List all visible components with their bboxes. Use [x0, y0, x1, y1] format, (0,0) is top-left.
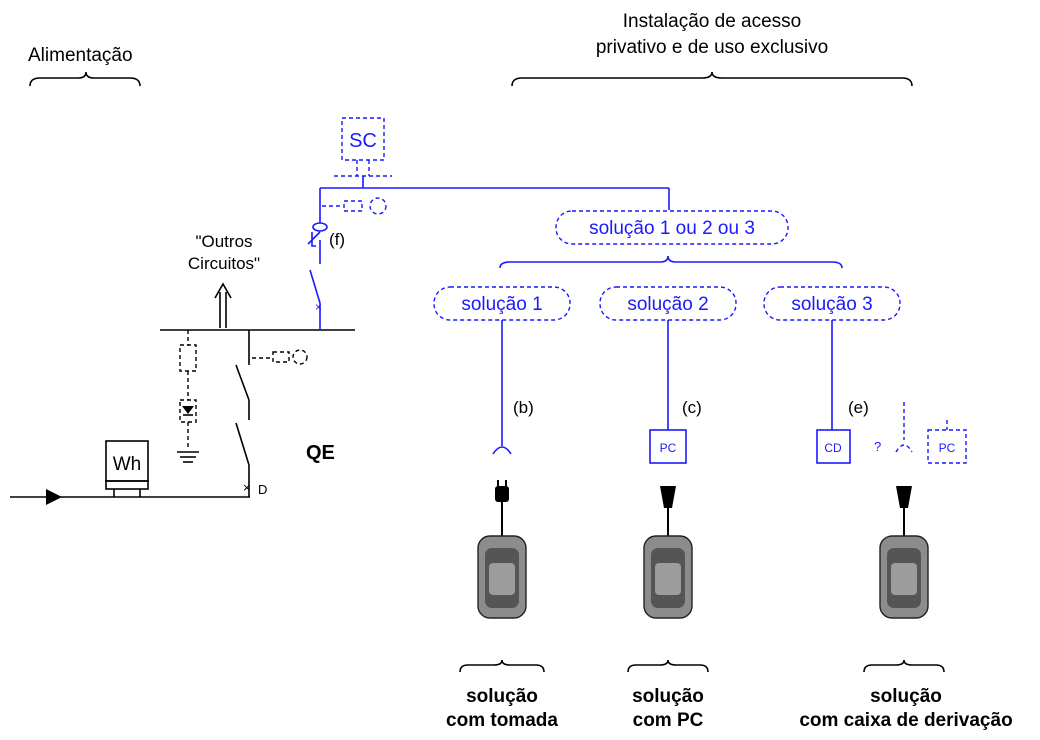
label-e: (e): [848, 398, 869, 417]
label-f: (f): [329, 230, 345, 249]
sc-label: SC: [349, 130, 377, 152]
meter-base: [105, 480, 149, 490]
main-switch-blade: [235, 422, 250, 466]
question-mark: ?: [874, 439, 881, 454]
pc-connector-icon: [660, 486, 676, 508]
pc-box: [649, 429, 687, 464]
label-c: (c): [682, 398, 702, 417]
solucao-2-label: solução 2: [627, 294, 708, 315]
socket-icon: [492, 446, 512, 455]
instalacao-label-line1: Instalação de acesso: [623, 11, 802, 32]
optional-socket-icon: [895, 444, 913, 453]
circuit-breaker-blade: [309, 269, 321, 304]
outros-circuitos-line2: Circuitos": [188, 254, 260, 273]
solucoes-brace: [499, 255, 843, 269]
switch-d-label: D: [258, 482, 267, 497]
cd-label: CD: [824, 441, 842, 455]
caption-pc-line1: solução: [632, 686, 704, 707]
alimentacao-label: Alimentação: [28, 45, 133, 66]
cd-connector-icon: [896, 486, 912, 508]
instalacao-label-line2: privativo e de uso exclusivo: [596, 37, 828, 58]
outros-circuitos-line1: "Outros: [195, 232, 252, 251]
solucao-123-label: solução 1 ou 2 ou 3: [589, 218, 755, 239]
brace-caixa: [863, 659, 945, 673]
solucao-3-label: solução 3: [791, 294, 872, 315]
optional-pc-label: PC: [939, 441, 956, 455]
car-caixa-derivacao: [879, 486, 929, 619]
caption-tomada-line1: solução: [466, 686, 538, 707]
solucao-123-box: [555, 210, 789, 245]
feed-arrow-icon: [46, 489, 62, 505]
car-pc: [643, 486, 693, 619]
label-b: (b): [513, 398, 534, 417]
caption-tomada-line2: com tomada: [446, 710, 558, 731]
outros-circuitos-arrow-icon: [214, 282, 232, 299]
solucao-1-label: solução 1: [461, 294, 542, 315]
svg-text:×: ×: [243, 480, 251, 495]
differential-icon: [312, 222, 328, 232]
alimentacao-brace: [29, 71, 141, 87]
car-tomada: [477, 480, 527, 619]
cd-box: [816, 429, 851, 464]
meter-label: Wh: [113, 454, 142, 475]
plug-icon: [495, 486, 509, 502]
svg-text:×: ×: [315, 300, 322, 314]
instalacao-brace: [511, 71, 913, 87]
brace-tomada: [459, 659, 545, 673]
caption-pc-line2: com PC: [633, 710, 704, 731]
caption-caixa-line2: com caixa de derivação: [799, 710, 1012, 731]
pc-label: PC: [660, 441, 677, 455]
sc-box: [341, 117, 385, 161]
caption-caixa-line1: solução: [870, 686, 942, 707]
brace-pc: [627, 659, 709, 673]
qe-label: QE: [306, 442, 335, 464]
